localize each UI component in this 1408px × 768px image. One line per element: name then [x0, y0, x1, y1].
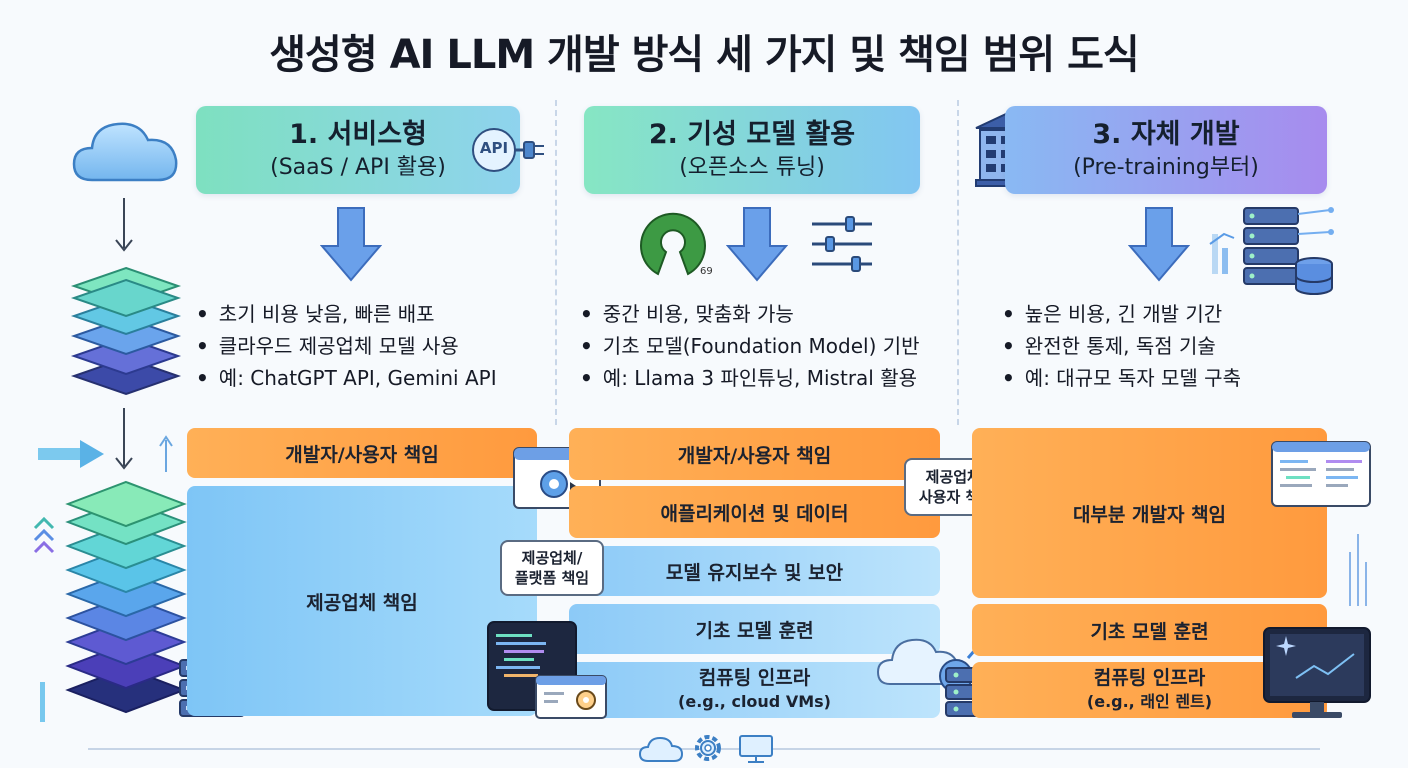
- footer-cloud-icon: [638, 736, 684, 762]
- cloud-icon: [72, 122, 178, 182]
- column-2-application-data-band: 애플리케이션 및 데이터: [569, 486, 940, 538]
- column-1-title: 1. 서비스형: [289, 119, 427, 150]
- provider-platform-responsibility-tag: 제공업체/ 플랫폼 책임: [500, 540, 604, 596]
- column-1-bullets: 초기 비용 낮음, 빠른 배포 클라우드 제공업체 모델 사용 예: ChatG…: [196, 298, 497, 394]
- api-plug-icon: API: [464, 126, 548, 174]
- column-3-header: 3. 자체 개발 (Pre-training부터): [1005, 106, 1327, 194]
- column-3-subtitle: (Pre-training부터): [1073, 155, 1259, 180]
- page-title: 생성형 AI LLM 개발 방식 세 가지 및 책임 범위 도식: [269, 32, 1139, 78]
- column-1-bullet: 초기 비용 낮음, 빠른 배포: [196, 298, 497, 330]
- column-3-compute-infra-label: 컴퓨팅 인프라: [1093, 667, 1206, 689]
- footer-gear-icon: [695, 735, 721, 761]
- footer-monitor-icon: [739, 735, 773, 763]
- column-3-down-arrow: [1128, 207, 1190, 282]
- desktop-monitor-icon: [1263, 627, 1371, 718]
- column-3-bullet: 예: 대규모 독자 모델 구축: [1002, 362, 1241, 394]
- column-2-bullet: 예: Llama 3 파인튜닝, Mistral 활용: [580, 362, 920, 394]
- column-2-compute-infra-sublabel: (e.g., cloud VMs): [678, 692, 831, 711]
- data-server-stack-icon: [1209, 207, 1334, 295]
- column-divider-1: [555, 100, 557, 425]
- column-1-user-responsibility-band: 개발자/사용자 책임: [187, 428, 537, 478]
- down-arrow-icon: [115, 408, 133, 470]
- column-1-bullet: 클라우드 제공업체 모델 사용: [196, 330, 497, 362]
- right-arrow-icon: [38, 440, 104, 468]
- column-divider-2: [957, 100, 959, 425]
- chevrons-up-icon: [33, 516, 55, 554]
- column-1-subtitle: (SaaS / API 활용): [270, 155, 446, 180]
- code-editor-monitor-icon: [487, 621, 607, 719]
- column-3-bullet: 완전한 통제, 독점 기술: [1002, 330, 1241, 362]
- column-2-subtitle: (오픈소스 튜닝): [679, 155, 825, 180]
- column-2-bullet: 기초 모델(Foundation Model) 기반: [580, 330, 920, 362]
- column-1-bullet: 예: ChatGPT API, Gemini API: [196, 362, 497, 394]
- column-2-header: 2. 기성 모델 활용 (오픈소스 튜닝): [584, 106, 920, 194]
- open-source-logo-label: 69: [700, 266, 713, 277]
- layer-stack-large-icon: [65, 480, 187, 714]
- column-2-user-responsibility-band: 개발자/사용자 책임: [569, 428, 940, 480]
- column-2-bullet: 중간 비용, 맞춤화 가능: [580, 298, 920, 330]
- up-arrow-icon: [159, 435, 173, 472]
- code-window-icon: [1271, 441, 1371, 507]
- column-2-compute-infra-label: 컴퓨팅 인프라: [698, 667, 811, 689]
- column-1-header: 1. 서비스형 (SaaS / API 활용): [196, 106, 520, 194]
- column-3-bullets: 높은 비용, 긴 개발 기간 완전한 통제, 독점 기술 예: 대규모 독자 모…: [1002, 298, 1241, 394]
- layer-stack-small-icon: [70, 266, 182, 396]
- column-3-compute-infra-sublabel: (e.g., 래인 렌트): [1086, 692, 1213, 711]
- column-2-foundation-training-band: 기초 모델 훈련: [569, 604, 940, 654]
- api-icon-label: API: [479, 139, 509, 157]
- bar-chart-icon: [40, 682, 45, 722]
- column-3-bullet: 높은 비용, 긴 개발 기간: [1002, 298, 1241, 330]
- column-3-title: 3. 자체 개발: [1092, 119, 1240, 150]
- column-3-developer-responsibility-band: 대부분 개발자 책임: [972, 428, 1327, 598]
- column-2-bullets: 중간 비용, 맞춤화 가능 기초 모델(Foundation Model) 기반…: [580, 298, 920, 394]
- sliders-icon: [812, 216, 872, 272]
- column-2-title: 2. 기성 모델 활용: [648, 119, 856, 150]
- column-1-down-arrow: [320, 207, 382, 282]
- signal-bars-icon: [1349, 534, 1367, 606]
- column-2-down-arrow: [726, 207, 788, 282]
- open-source-logo-icon: 69: [636, 208, 722, 280]
- down-arrow-icon: [115, 198, 133, 252]
- column-2-model-maintenance-band: 모델 유지보수 및 보안: [569, 546, 940, 596]
- column-1-provider-responsibility-band: 제공업체 책임: [187, 486, 537, 716]
